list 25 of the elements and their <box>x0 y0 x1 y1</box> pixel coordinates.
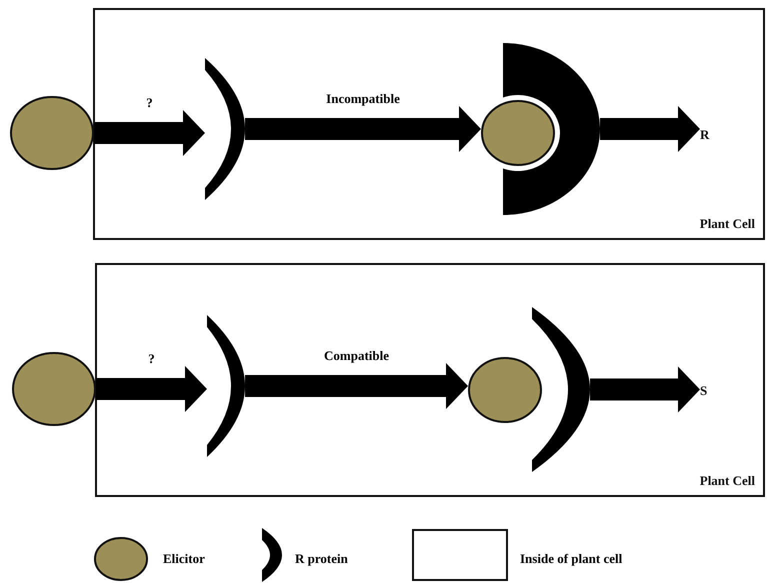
arrow <box>245 106 481 152</box>
legend-label: Elicitor <box>163 551 205 567</box>
arrow <box>590 366 700 412</box>
arrow <box>600 106 700 152</box>
r-protein-shape <box>207 315 245 457</box>
elicitor-circle <box>12 352 96 426</box>
elicitor-circle <box>10 96 94 170</box>
cell-label: Plant Cell <box>700 473 755 489</box>
edge-label: Compatible <box>322 348 391 364</box>
plant-cell-box <box>95 263 765 497</box>
outcome-label: S <box>700 380 718 402</box>
arrow <box>96 366 207 412</box>
r-protein-shape <box>205 58 245 200</box>
legend-label: Inside of plant cell <box>520 551 622 567</box>
cell-label: Plant Cell <box>700 216 755 232</box>
r-protein-shape <box>532 307 590 472</box>
elicitor-circle <box>481 100 555 166</box>
legend-label: R protein <box>295 551 348 567</box>
edge-label: Incompatible <box>324 91 402 107</box>
arrow <box>94 110 205 156</box>
elicitor-circle <box>468 357 542 423</box>
plant-cell-box <box>93 8 765 240</box>
arrow <box>245 363 468 409</box>
outcome-label: R <box>700 124 718 146</box>
r-protein-shape <box>503 43 600 215</box>
